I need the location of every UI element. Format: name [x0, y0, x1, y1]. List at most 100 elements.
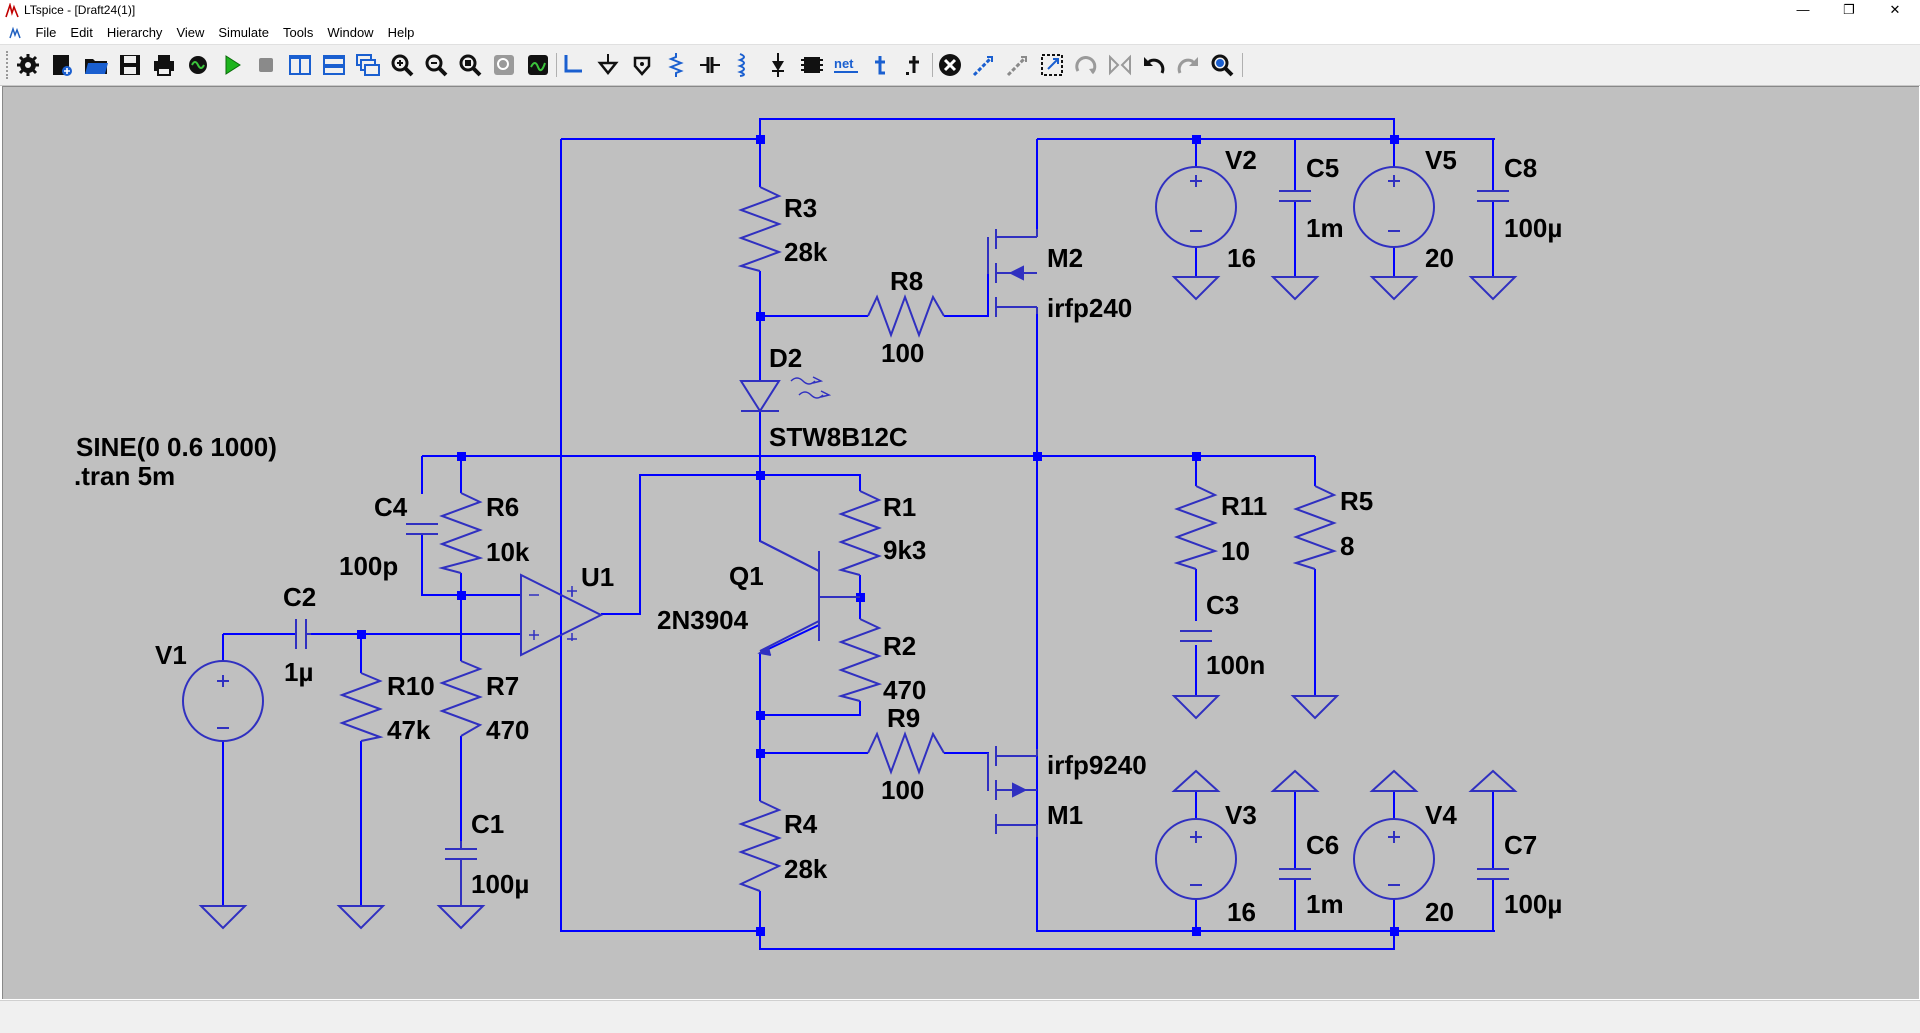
menu-file[interactable]: File	[35, 25, 57, 40]
label-net-icon[interactable]	[628, 51, 656, 79]
menu-edit[interactable]: Edit	[70, 25, 93, 40]
redo-icon[interactable]	[1174, 51, 1202, 79]
spice-directive-tran[interactable]: .tran 5m	[74, 461, 175, 491]
move-icon[interactable]	[1004, 51, 1032, 79]
menu-view[interactable]: View	[176, 25, 205, 40]
tile-vertical-icon[interactable]	[286, 51, 314, 79]
net-name-icon[interactable]: net	[832, 51, 860, 79]
schematic-drawing[interactable]: SINE(0 0.6 1000) .tran 5m R3 28k R8 100 …	[3, 87, 1919, 999]
toolbar-grip[interactable]	[6, 51, 11, 79]
label-q1-value: 2N3904	[657, 605, 749, 635]
menu-window[interactable]: Window	[327, 25, 374, 40]
resistor-r11[interactable]	[1173, 485, 1219, 570]
zoom-in-icon[interactable]	[388, 51, 416, 79]
capacitor-c3[interactable]	[1180, 630, 1212, 642]
spice-directive-sine[interactable]: SINE(0 0.6 1000)	[76, 432, 277, 462]
label-r1-name: R1	[883, 492, 916, 522]
halt-icon[interactable]	[252, 51, 280, 79]
voltage-source-v1[interactable]	[182, 660, 264, 742]
resistor-r2[interactable]	[837, 618, 883, 702]
resistor-r9[interactable]	[867, 731, 945, 775]
duplicate-icon[interactable]	[970, 51, 998, 79]
capacitor-c4[interactable]	[406, 523, 438, 535]
resistor-r1[interactable]	[837, 490, 882, 576]
voltage-source-v4[interactable]	[1353, 818, 1435, 900]
resistor-r4[interactable]	[738, 800, 782, 892]
print-icon[interactable]	[150, 51, 178, 79]
zoom-out-icon[interactable]	[422, 51, 450, 79]
ground-icon	[1290, 695, 1340, 720]
label-r2-value: 470	[883, 675, 926, 705]
capacitor-c1[interactable]	[445, 841, 477, 906]
capacitor-c7[interactable]	[1477, 868, 1509, 880]
document-icon[interactable]	[8, 26, 22, 40]
drag-icon[interactable]	[1038, 51, 1066, 79]
cascade-icon[interactable]	[354, 51, 382, 79]
mosfet-m1[interactable]	[987, 746, 1038, 837]
tile-horizontal-icon[interactable]	[320, 51, 348, 79]
capacitor-c6[interactable]	[1279, 868, 1311, 880]
label-c8-name: C8	[1504, 153, 1537, 183]
ltspice-app-icon	[5, 3, 19, 18]
zoom-fit-icon[interactable]	[456, 51, 484, 79]
resistor-r10[interactable]	[339, 672, 384, 742]
control-panel-icon[interactable]	[184, 51, 212, 79]
delete-icon[interactable]	[936, 51, 964, 79]
minimize-button[interactable]: —	[1796, 2, 1810, 17]
resistor-r7[interactable]	[439, 660, 483, 737]
resistor-r5[interactable]	[1292, 485, 1338, 570]
label-r4-name: R4	[784, 809, 818, 839]
new-schematic-icon[interactable]	[48, 51, 76, 79]
close-button[interactable]: ✕	[1889, 2, 1901, 17]
menu-simulate[interactable]: Simulate	[218, 25, 269, 40]
capacitor-c2[interactable]	[295, 619, 311, 649]
opamp-u1[interactable]	[520, 573, 604, 657]
ground-icon[interactable]	[594, 51, 622, 79]
settings-icon[interactable]	[14, 51, 42, 79]
mirror-icon[interactable]	[1106, 51, 1134, 79]
label-r11-value: 10	[1221, 536, 1250, 566]
wire-icon[interactable]	[560, 51, 588, 79]
voltage-source-v5[interactable]	[1353, 166, 1435, 248]
diode-icon[interactable]	[764, 51, 792, 79]
capacitor-c8[interactable]	[1477, 190, 1509, 202]
title-bar: LTspice - [Draft24(1)] — ❐ ✕	[0, 0, 1920, 22]
label-c7-name: C7	[1504, 830, 1537, 860]
undo-icon[interactable]	[1140, 51, 1168, 79]
open-icon[interactable]	[82, 51, 110, 79]
menu-help[interactable]: Help	[387, 25, 415, 40]
maximize-button[interactable]: ❐	[1843, 2, 1855, 17]
zoom-full-icon[interactable]	[490, 51, 518, 79]
wire-network[interactable]	[222, 118, 1495, 950]
voltage-source-v2[interactable]	[1155, 166, 1237, 248]
run-icon[interactable]	[218, 51, 246, 79]
text-icon[interactable]	[866, 51, 894, 79]
capacitor-icon[interactable]	[696, 51, 724, 79]
ground-icon	[1468, 276, 1518, 301]
label-c6-value: 1m	[1306, 889, 1344, 919]
bjt-q1[interactable]	[757, 540, 860, 656]
component-icon[interactable]	[798, 51, 826, 79]
resistor-icon[interactable]	[662, 51, 690, 79]
menu-hierarchy[interactable]: Hierarchy	[106, 25, 163, 40]
resistor-r3[interactable]	[737, 186, 782, 272]
spice-directive-icon[interactable]	[900, 51, 928, 79]
resistor-r8[interactable]	[867, 294, 945, 338]
label-c4-name: C4	[374, 492, 408, 522]
ground-icon	[336, 905, 386, 930]
label-r10-value: 47k	[387, 715, 431, 745]
mosfet-m2[interactable]	[987, 229, 1038, 317]
rotate-icon[interactable]	[1072, 51, 1100, 79]
voltage-source-v3[interactable]	[1155, 818, 1237, 900]
find-icon[interactable]	[1208, 51, 1236, 79]
autorange-icon[interactable]	[524, 51, 552, 79]
led-d2[interactable]	[739, 376, 832, 413]
ground-icon	[1171, 276, 1221, 301]
capacitor-c5[interactable]	[1279, 190, 1311, 202]
menu-tools[interactable]: Tools	[282, 25, 314, 40]
inductor-icon[interactable]	[730, 51, 758, 79]
resistor-r6[interactable]	[438, 492, 484, 574]
save-icon[interactable]	[116, 51, 144, 79]
label-c2-value: 1µ	[284, 657, 313, 687]
schematic-canvas[interactable]: SINE(0 0.6 1000) .tran 5m R3 28k R8 100 …	[2, 86, 1919, 999]
